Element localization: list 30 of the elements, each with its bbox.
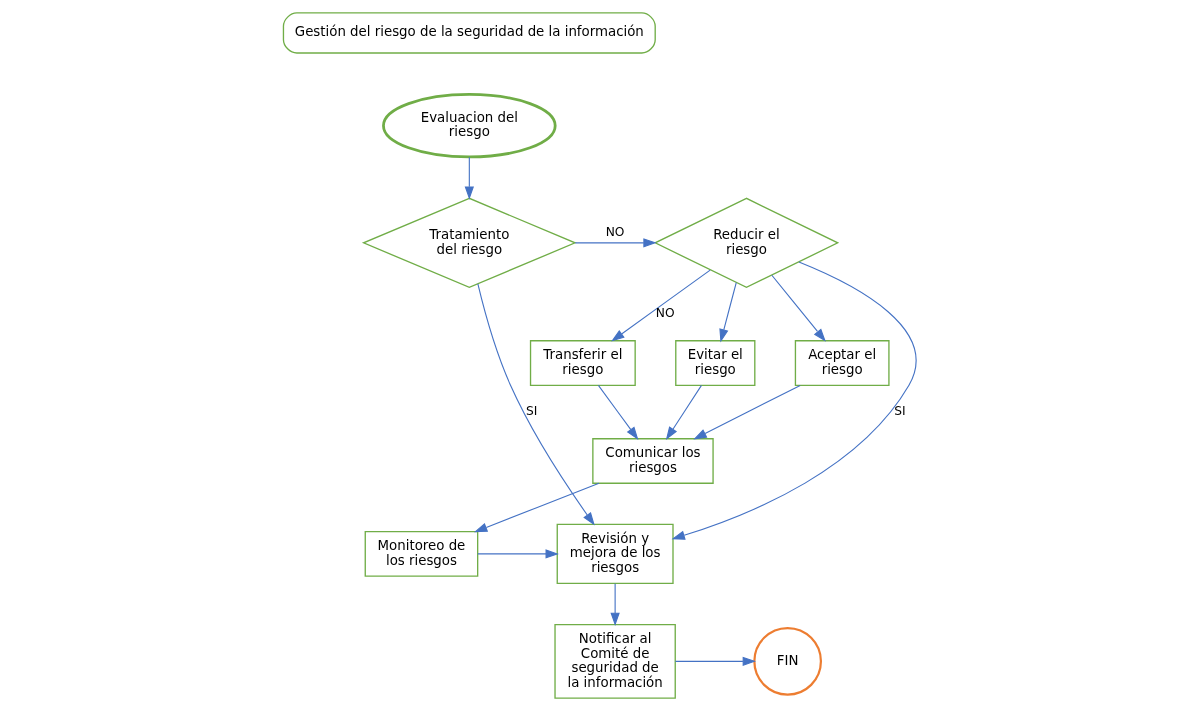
arrow (770, 274, 826, 342)
node-diamond: Tratamiento del riesgo (361, 197, 577, 289)
node-box: Revisión y mejora de los riesgos (556, 523, 674, 585)
node-circle: FIN (752, 626, 822, 696)
node-box: Aceptar el riesgo (794, 340, 890, 386)
node-box: Gestión del riesgo de la seguridad de la información (282, 12, 656, 54)
edge-label: NO (655, 306, 675, 321)
arrow (597, 384, 638, 441)
arrow (692, 384, 801, 440)
arrow (609, 583, 620, 627)
arrow (574, 238, 657, 248)
arrow (476, 283, 595, 526)
edge-label: SI (525, 404, 537, 419)
arrow (610, 269, 711, 342)
node-box: Monitoreo de los riesgos (364, 531, 478, 577)
arrow (476, 549, 559, 559)
node-ellipse: Evaluacion del riesgo (381, 93, 557, 159)
node-box: Comunicar los riesgos (591, 438, 714, 484)
node-diamond: Reducir el riesgo (653, 197, 839, 289)
edge-label: NO (605, 224, 625, 239)
node-box: Notificar al Comité de seguridad de la información (553, 623, 676, 699)
edge-label: SI (893, 404, 906, 419)
node-box: Evitar el riesgo (674, 340, 755, 386)
arrow (665, 384, 702, 441)
arrow (671, 261, 917, 540)
node-box: Transferir el riesgo (529, 340, 636, 386)
arrow (473, 482, 600, 533)
arrow (674, 656, 756, 666)
arrow (464, 156, 474, 200)
arrow (718, 282, 737, 343)
